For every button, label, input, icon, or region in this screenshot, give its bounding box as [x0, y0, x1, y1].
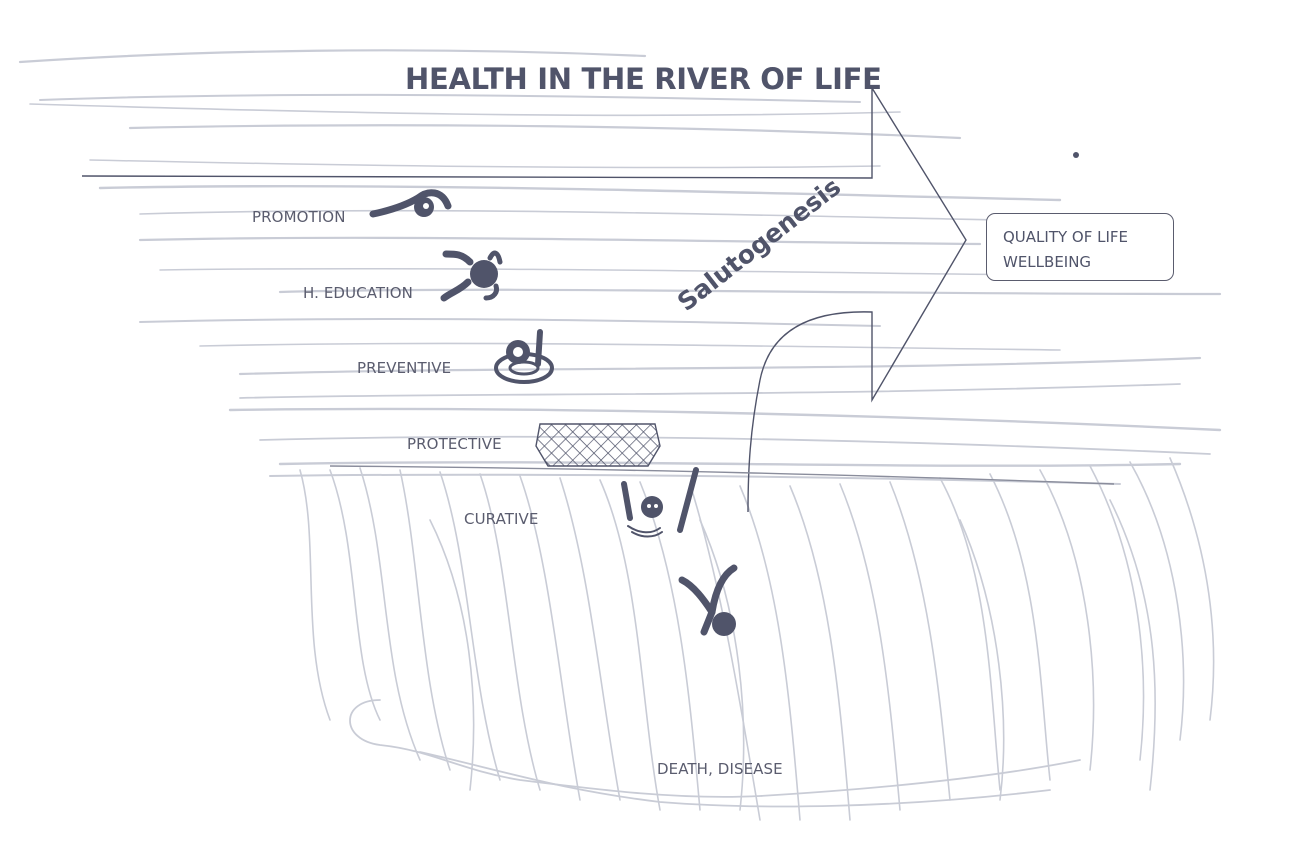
stage-label-protective: PROTECTIVE: [407, 435, 502, 453]
diagram-title: HEALTH IN THE RIVER OF LIFE: [405, 62, 882, 96]
outcome-line-wellbeing: WELLBEING: [1003, 253, 1092, 271]
ink-dot: [1073, 152, 1079, 158]
bottom-label-death-disease: DEATH, DISEASE: [657, 760, 783, 778]
swimmer-icon: [369, 189, 452, 218]
lifebuoy-swimmer-icon: [494, 329, 554, 384]
salutogenesis-arrow: [81, 85, 967, 513]
stage-label-education: H. EDUCATION: [303, 284, 413, 302]
pool-outline: [349, 699, 1081, 808]
waterfall-strokes: [299, 457, 1215, 821]
stage-label-curative: CURATIVE: [464, 510, 539, 528]
struggling-swimmer-icon: [440, 250, 503, 302]
outcome-line-quality-of-life: QUALITY OF LIFE: [1003, 228, 1129, 246]
river-water-strokes: [18, 49, 1222, 485]
outcome-box: QUALITY OF LIFE WELLBEING: [986, 213, 1174, 281]
safety-net-icon: [535, 423, 661, 467]
drowning-person-icon: [621, 467, 699, 538]
stage-label-promotion: PROMOTION: [252, 208, 346, 226]
stage-label-preventive: PREVENTIVE: [357, 359, 452, 377]
falling-person-icon: [678, 564, 738, 636]
waterfall-edge-line: [329, 465, 1115, 485]
